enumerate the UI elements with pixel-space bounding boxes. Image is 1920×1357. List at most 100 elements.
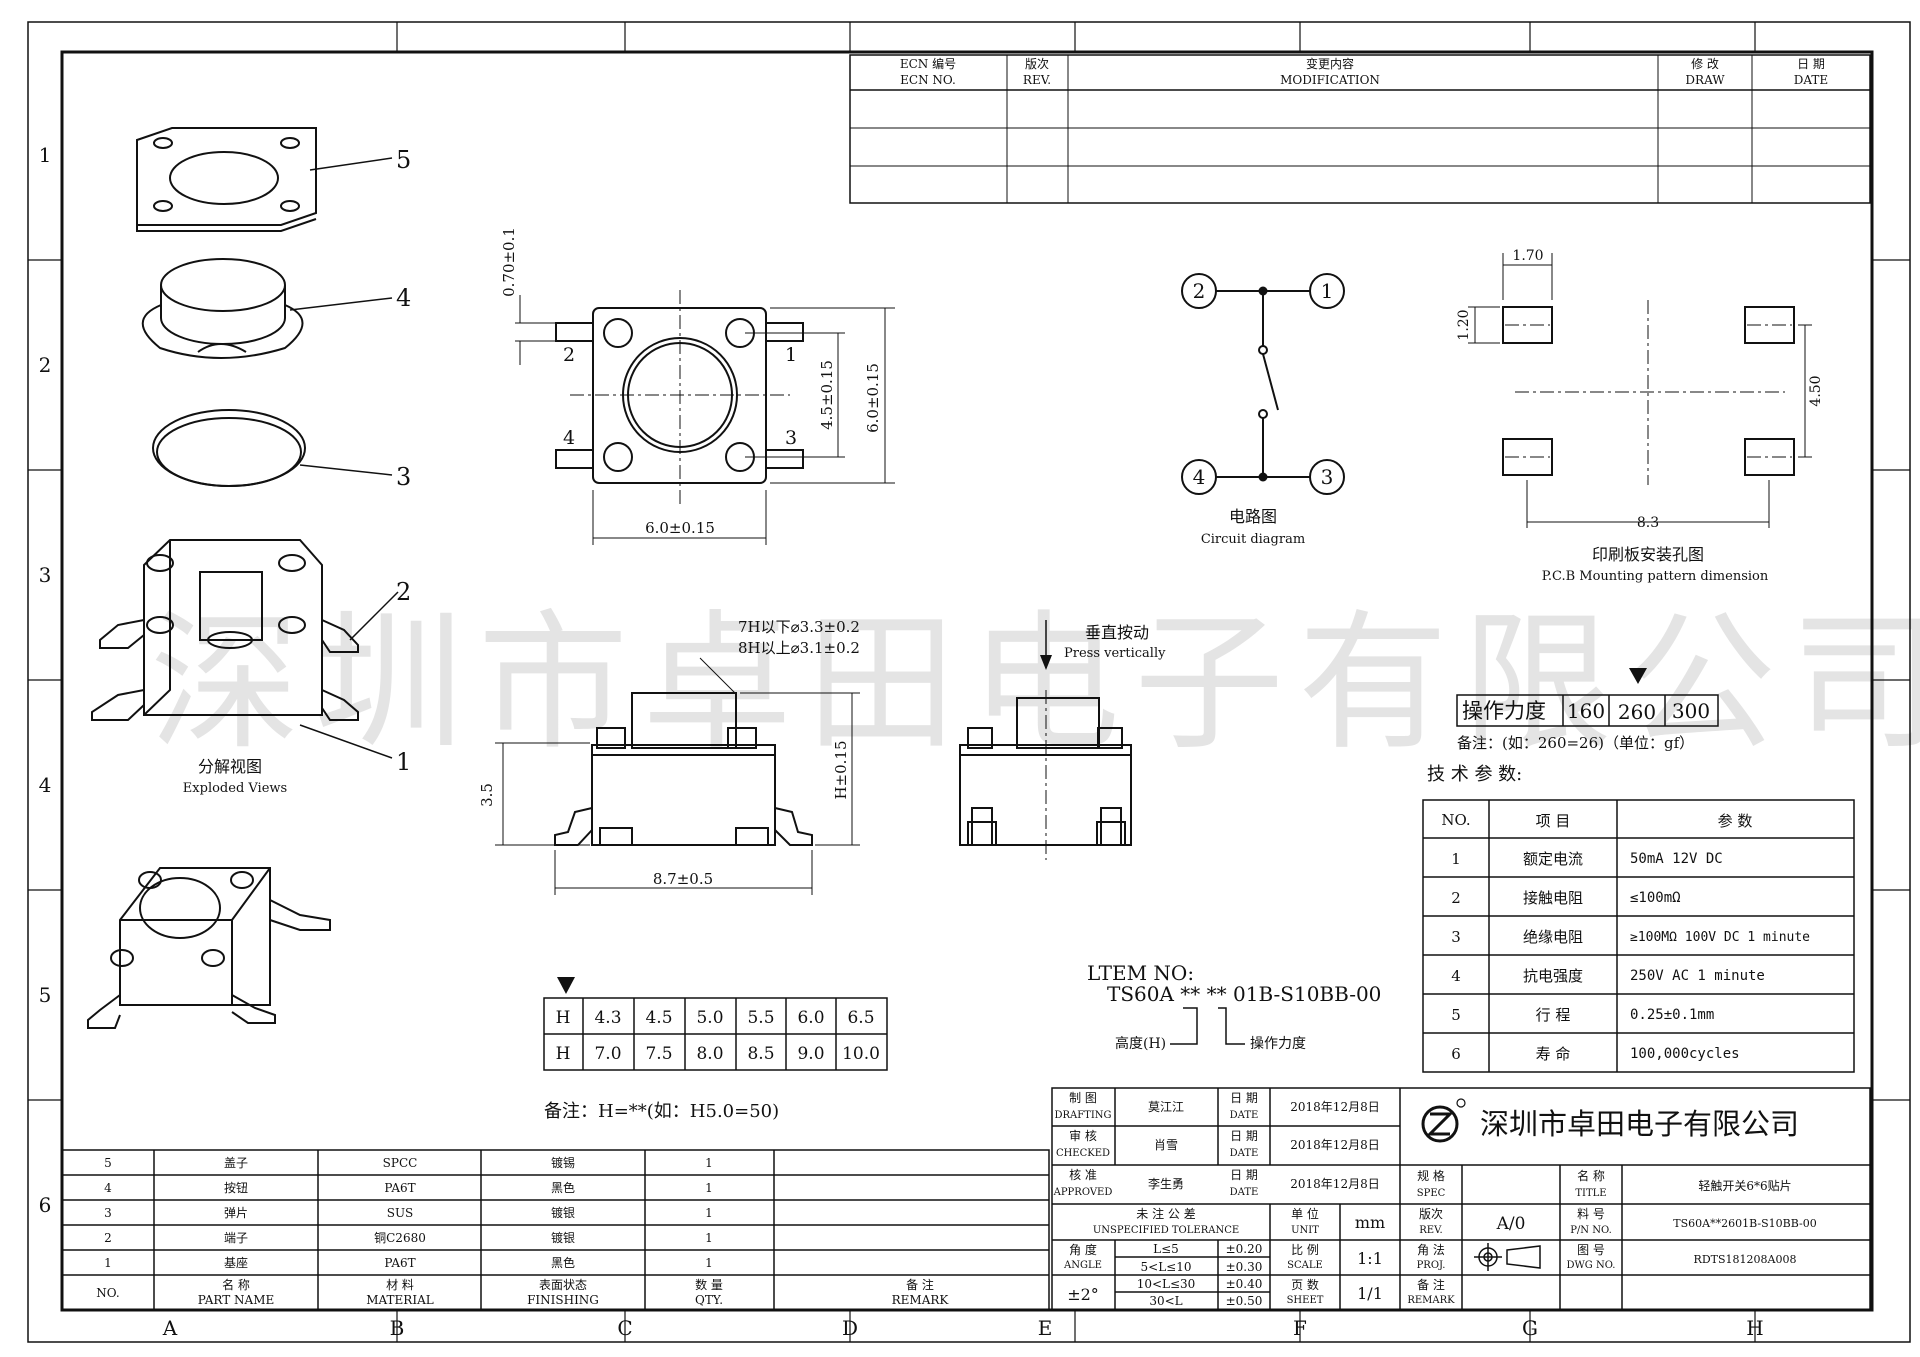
tb-label: 规 格	[1417, 1168, 1445, 1183]
tech-cell: 6	[1451, 1045, 1461, 1063]
rev-header: ECN 编号	[900, 56, 956, 71]
force-value: 260	[1618, 700, 1656, 724]
pin-label: 1	[785, 344, 797, 366]
col-label: F	[1293, 1316, 1307, 1340]
tech-table	[1422, 799, 1855, 1073]
tb-value: 2018年12月8日	[1290, 1177, 1379, 1191]
height-cell: 6.5	[847, 1008, 874, 1028]
tb-value: A/0	[1496, 1214, 1526, 1234]
height-note: 备注：H=**(如：H5.0=50)	[544, 1101, 779, 1122]
row-label: 4	[39, 773, 52, 797]
tb-label: APPROVED	[1053, 1187, 1113, 1198]
height-cell: 10.0	[842, 1044, 880, 1064]
tb-label: 制 图	[1069, 1091, 1097, 1105]
bom-cell: PA6T	[384, 1256, 415, 1270]
force-note: 备注：(如：260=26)（单位：gf）	[1457, 734, 1694, 752]
force-value: 300	[1672, 699, 1710, 723]
tb-tol-range: 30<L	[1149, 1294, 1182, 1308]
height-cell: H	[556, 1008, 571, 1028]
height-cell: 4.3	[594, 1008, 621, 1028]
rev-header: 版次	[1025, 57, 1049, 71]
item-no-height-label: 高度(H)	[1115, 1035, 1166, 1052]
tech-header: 项 目	[1536, 812, 1571, 830]
pcb-dim-width: 1.70	[1512, 248, 1543, 264]
tech-cell: 0.25±0.1mm	[1630, 1007, 1714, 1023]
bom-cell: 1	[705, 1206, 713, 1220]
bom-cell: SPCC	[383, 1156, 418, 1170]
tb-tol-range: L≤5	[1153, 1242, 1179, 1256]
tb-label: SPEC	[1417, 1188, 1446, 1199]
bom-header: FINISHING	[527, 1293, 599, 1307]
bom-header: REMARK	[892, 1293, 950, 1307]
height-table-text: H 4.3 4.5 5.0 5.5 6.0 6.5 H 7.0 7.5 8.0 …	[556, 1008, 880, 1064]
bom-cell: 按钮	[224, 1180, 248, 1195]
tb-label: UNIT	[1291, 1225, 1319, 1236]
bom-cell: 黑色	[551, 1181, 575, 1195]
col-label: C	[617, 1316, 632, 1340]
tb-label: PROJ.	[1417, 1260, 1446, 1271]
side-view-dims	[495, 657, 860, 895]
pin-label: 3	[785, 427, 797, 449]
circuit-caption-cn: 电路图	[1229, 507, 1277, 526]
part-label: 4	[396, 284, 411, 312]
tb-label: DWG NO.	[1566, 1260, 1615, 1271]
tb-label: DATE	[1230, 1110, 1259, 1121]
pcb-dim-pitch: 4.50	[1808, 375, 1824, 406]
part-label: 3	[396, 463, 411, 491]
item-no-leaders	[1170, 1007, 1245, 1045]
side-note-7h: 7H以下⌀3.3±0.2	[738, 618, 860, 636]
rev-header: DRAW	[1685, 73, 1725, 87]
tb-label: 角 法	[1417, 1243, 1445, 1257]
force-marker	[1629, 668, 1647, 684]
bom-cell: 3	[104, 1206, 112, 1220]
tech-cell: 1	[1451, 850, 1461, 868]
height-cell: 8.0	[696, 1044, 723, 1064]
tb-value: 李生勇	[1148, 1176, 1184, 1191]
bom-cell: 4	[104, 1181, 112, 1195]
exploded-caption-en: Exploded Views	[183, 781, 287, 796]
height-cell: H	[556, 1044, 571, 1064]
tech-cell: 2	[1451, 889, 1461, 907]
circuit-caption-en: Circuit diagram	[1201, 532, 1305, 547]
company-logo	[1421, 1098, 1466, 1143]
col-label: E	[1038, 1316, 1053, 1340]
title-block	[1051, 1087, 1871, 1311]
bom-header: 名 称	[222, 1277, 250, 1292]
bom-cell: 1	[705, 1256, 713, 1270]
tech-cell: 行 程	[1536, 1006, 1571, 1024]
tb-value: RDTS181208A008	[1694, 1253, 1797, 1266]
item-no-label: LTEM NO:	[1087, 961, 1194, 985]
height-cell: 5.5	[747, 1008, 774, 1028]
bom-cell: 镀银	[551, 1231, 575, 1245]
pcb-dim-height: 1.20	[1456, 309, 1472, 340]
tb-tol-range: 5<L≤10	[1141, 1260, 1192, 1274]
tb-label: 图 号	[1577, 1243, 1605, 1257]
bom-cell: 镀锡	[551, 1155, 575, 1170]
tb-label: DATE	[1230, 1148, 1259, 1159]
rev-header: 日 期	[1797, 57, 1825, 71]
tb-value: 肖雪	[1154, 1138, 1178, 1152]
tb-label: REMARK	[1407, 1295, 1455, 1306]
bom-table	[61, 1149, 1050, 1311]
bom-header: 数 量	[695, 1277, 723, 1292]
row-label: 1	[39, 143, 52, 167]
tb-label: 单 位	[1291, 1206, 1319, 1221]
part-label: 1	[396, 748, 411, 776]
height-cell: 9.0	[797, 1044, 824, 1064]
pcb-caption-cn: 印刷板安装孔图	[1592, 545, 1704, 564]
side-note-8h: 8H以上⌀3.1±0.2	[738, 639, 860, 657]
top-dim-pitch: 4.5±0.15	[818, 360, 836, 430]
circuit-diagram	[1181, 273, 1345, 495]
top-dim-width: 6.0±0.15	[645, 519, 715, 537]
tb-tol-range: 10<L≤30	[1137, 1277, 1196, 1291]
tb-label: SHEET	[1287, 1295, 1324, 1306]
bom-cell: 1	[705, 1181, 713, 1195]
top-dim-height: 6.0±0.15	[864, 363, 882, 433]
height-cell: 7.0	[594, 1044, 621, 1064]
item-no-code: TS60A ** ** 01B-S10BB-00	[1107, 982, 1381, 1006]
force-table	[1456, 694, 1719, 727]
bom-header: QTY.	[695, 1293, 723, 1307]
tb-value: 2018年12月8日	[1290, 1138, 1379, 1152]
tech-cell: ≤100mΩ	[1630, 890, 1681, 906]
